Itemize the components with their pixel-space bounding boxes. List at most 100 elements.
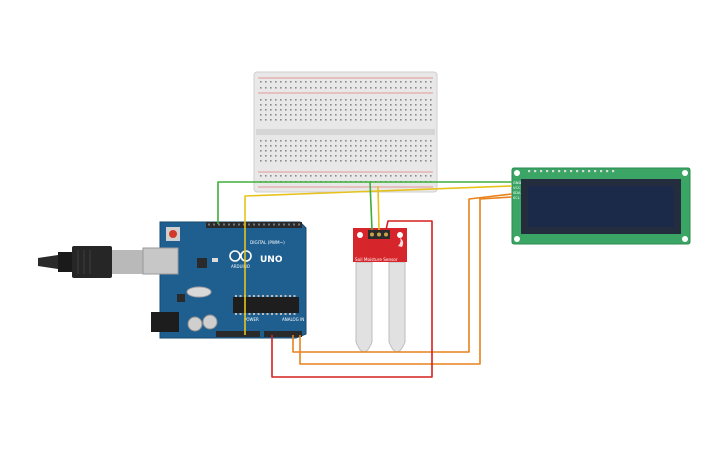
breadboard-hole [325,87,327,89]
chip-pin [235,295,237,297]
breadboard-hole [300,114,302,116]
wire-orange-scl[interactable] [299,196,513,365]
breadboard-hole [425,145,427,147]
breadboard-hole [355,109,357,111]
wire-green-sensor[interactable] [369,181,373,231]
breadboard-hole [395,140,397,142]
breadboard-hole [360,140,362,142]
breadboard-hole [390,160,392,162]
breadboard-hole [365,109,367,111]
breadboard-hole [390,99,392,101]
chip-pin [266,313,269,315]
wire-green-gnd[interactable] [217,181,512,224]
breadboard-hole [370,140,372,142]
breadboard-hole [370,81,372,83]
crystal-icon [186,286,212,298]
breadboard-hole [305,81,307,83]
breadboard-hole [290,109,292,111]
breadboard-hole [325,109,327,111]
breadboard-hole [330,81,332,83]
breadboard[interactable] [253,71,438,193]
breadboard-hole [390,114,392,116]
breadboard-hole [385,160,387,162]
breadboard-hole [340,81,342,83]
chip-pin [284,295,287,297]
analog-header[interactable] [264,331,302,337]
breadboard-hole [335,99,337,101]
breadboard-hole [425,114,427,116]
breadboard-hole [365,160,367,162]
breadboard-hole [300,81,302,83]
breadboard-hole [375,119,377,121]
reset-button-icon[interactable] [166,227,180,241]
wire-orange-sda[interactable] [292,193,513,353]
lcd-header-pin [570,170,573,173]
wire-red-signal[interactable] [271,220,433,378]
breadboard-hole [360,109,362,111]
breadboard-hole [310,119,312,121]
chip-pin [289,313,291,315]
soil-moisture-sensor[interactable]: Soil Moisture Sensor [353,228,407,353]
breadboard-hole [375,175,377,177]
breadboard-hole [380,109,382,111]
wire-yellow-5v[interactable] [244,185,513,335]
breadboard-hole [335,140,337,142]
breadboard-hole [375,99,377,101]
breadboard-hole [260,119,262,121]
breadboard-hole [295,160,297,162]
breadboard-hole [410,87,412,89]
breadboard-hole [275,119,277,121]
breadboard-hole [315,104,317,106]
breadboard-hole [350,104,352,106]
breadboard-hole [405,175,407,177]
breadboard-hole [305,160,307,162]
lcd-module[interactable]: GND VCC SDA SCL [511,167,691,245]
lcd-header-pin [594,170,597,173]
breadboard-hole [350,114,352,116]
lcd-pin-labels: GND VCC SDA SCL [513,181,521,200]
lcd-header-pin [612,170,615,173]
chip-pin [239,295,242,297]
power-header[interactable] [216,331,260,337]
breadboard-hole [375,145,377,147]
breadboard-hole [295,99,297,101]
breadboard-hole [305,140,307,142]
breadboard-hole [375,81,377,83]
breadboard-hole [295,114,297,116]
breadboard-hole [330,150,332,152]
breadboard-hole [310,104,312,106]
breadboard-hole [345,175,347,177]
breadboard-hole [425,87,427,89]
breadboard-hole [415,155,417,157]
breadboard-hole [375,155,377,157]
breadboard-hole [305,119,307,121]
breadboard-hole [260,109,262,111]
breadboard-hole [280,104,282,106]
breadboard-hole [280,175,282,177]
breadboard-hole [335,160,337,162]
chip-pin [262,313,264,315]
breadboard-hole [320,114,322,116]
breadboard-hole [430,160,432,162]
breadboard-hole [310,87,312,89]
breadboard-hole [415,160,417,162]
breadboard-hole [400,140,402,142]
digital-pin [228,223,230,226]
breadboard-hole [280,119,282,121]
breadboard-hole [305,145,307,147]
breadboard-hole [380,114,382,116]
arduino-uno[interactable]: DIGITAL (PWM~) ARDUINO UNO POWER ANALOG … [38,221,307,339]
breadboard-hole [260,160,262,162]
breadboard-hole [265,145,267,147]
breadboard-hole [425,155,427,157]
lcd-mount-hole-icon [682,236,688,242]
wire-yellow-sensor[interactable] [377,185,380,231]
breadboard-hole [320,140,322,142]
breadboard-hole [375,160,377,162]
usb-plug-icon[interactable] [38,246,144,278]
breadboard-hole [285,87,287,89]
breadboard-hole [335,114,337,116]
breadboard-hole [390,155,392,157]
breadboard-holes[interactable] [260,81,432,183]
breadboard-hole [260,140,262,142]
